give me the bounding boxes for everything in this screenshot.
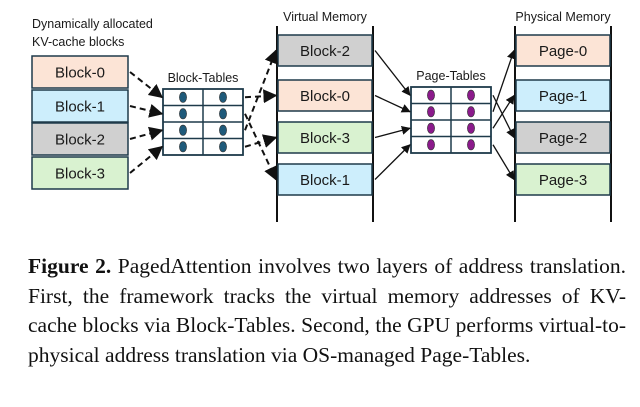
virtual-block-block-0 bbox=[277, 79, 373, 112]
page-table-entry-dot bbox=[427, 122, 435, 134]
page-table-entry-dot bbox=[427, 89, 435, 101]
block-table bbox=[162, 88, 244, 156]
kv-block-label: Block-2 bbox=[55, 132, 105, 149]
virtual-block-block-2 bbox=[277, 34, 373, 67]
arrow-virtual-to-page-table bbox=[374, 144, 411, 180]
page-table-entry-dot bbox=[427, 139, 435, 151]
physical-page-page-0 bbox=[515, 34, 611, 67]
physical-page-page-2 bbox=[515, 121, 611, 154]
block-tables-title: Block-Tables bbox=[168, 71, 239, 85]
virtual-block-label: Block-3 bbox=[300, 130, 350, 147]
arrow-block-table-to-virtual bbox=[244, 113, 277, 181]
figure-caption-text: PagedAttention involves two layers of ad… bbox=[28, 254, 626, 367]
arrow-block-table-to-virtual bbox=[244, 134, 278, 148]
page-table bbox=[410, 86, 492, 154]
block-table-entry-dot bbox=[179, 91, 187, 103]
kv-cache-title-line1: Dynamically allocated bbox=[32, 17, 153, 31]
arrow-block-table-to-virtual bbox=[244, 89, 278, 104]
virtual-block-block-3 bbox=[277, 121, 373, 154]
figure-caption: Figure 2. PagedAttention involves two la… bbox=[28, 252, 626, 370]
kv-block-block-0 bbox=[31, 55, 129, 89]
block-table-entry-dot bbox=[179, 124, 187, 136]
arrow-block-table-to-virtual bbox=[244, 49, 278, 131]
kv-cache-title-line2: KV-cache blocks bbox=[32, 35, 124, 49]
arrow-page-table-to-physical bbox=[492, 94, 515, 129]
page-tables-title: Page-Tables bbox=[416, 69, 486, 83]
block-table-entry-dot bbox=[219, 91, 227, 103]
figure-label: Figure 2. bbox=[28, 254, 112, 278]
physical-page-label: Page-3 bbox=[539, 172, 587, 189]
arrow-page-table-to-physical bbox=[492, 144, 515, 181]
paged-attention-diagram: Dynamically allocated KV-cache blocks Bl… bbox=[31, 10, 612, 222]
arrow-page-table-to-physical bbox=[492, 49, 516, 112]
virtual-memory-title: Virtual Memory bbox=[283, 10, 368, 24]
physical-page-page-1 bbox=[515, 79, 611, 112]
page-table-entry-dot bbox=[467, 89, 475, 101]
mapping-arrows bbox=[129, 49, 516, 181]
virtual-block-label: Block-0 bbox=[300, 88, 350, 105]
arrow-virtual-to-page-table bbox=[374, 94, 411, 113]
block-table-entry-dot bbox=[219, 108, 227, 120]
arrow-kv-to-block-table bbox=[129, 126, 164, 141]
kv-block-block-2 bbox=[31, 122, 129, 156]
page-table-entry-dot bbox=[467, 106, 475, 118]
virtual-block-block-1 bbox=[277, 163, 373, 196]
kv-block-block-3 bbox=[31, 156, 129, 190]
virtual-block-label: Block-2 bbox=[300, 43, 350, 60]
arrow-kv-to-block-table bbox=[129, 71, 164, 99]
physical-page-label: Page-2 bbox=[539, 130, 587, 147]
kv-block-block-1 bbox=[31, 89, 129, 123]
block-table-entry-dot bbox=[179, 141, 187, 153]
page-table-entry-dot bbox=[467, 122, 475, 134]
block-table-entry-dot bbox=[219, 124, 227, 136]
physical-page-label: Page-0 bbox=[539, 43, 587, 60]
physical-page-label: Page-1 bbox=[539, 88, 587, 105]
kv-block-label: Block-0 bbox=[55, 65, 105, 82]
page-table-entry-dot bbox=[427, 106, 435, 118]
kv-block-label: Block-1 bbox=[55, 99, 105, 116]
kv-block-label: Block-3 bbox=[55, 166, 105, 183]
block-table-entry-dot bbox=[179, 108, 187, 120]
arrow-kv-to-block-table bbox=[129, 145, 164, 174]
virtual-block-label: Block-1 bbox=[300, 172, 350, 189]
block-table-entry-dot bbox=[219, 141, 227, 153]
page-table-entry-dot bbox=[467, 139, 475, 151]
arrow-kv-to-block-table bbox=[129, 103, 164, 118]
arrow-virtual-to-page-table bbox=[374, 50, 411, 96]
arrow-virtual-to-page-table bbox=[374, 125, 411, 139]
physical-memory-title: Physical Memory bbox=[515, 10, 611, 24]
physical-page-page-3 bbox=[515, 163, 611, 196]
